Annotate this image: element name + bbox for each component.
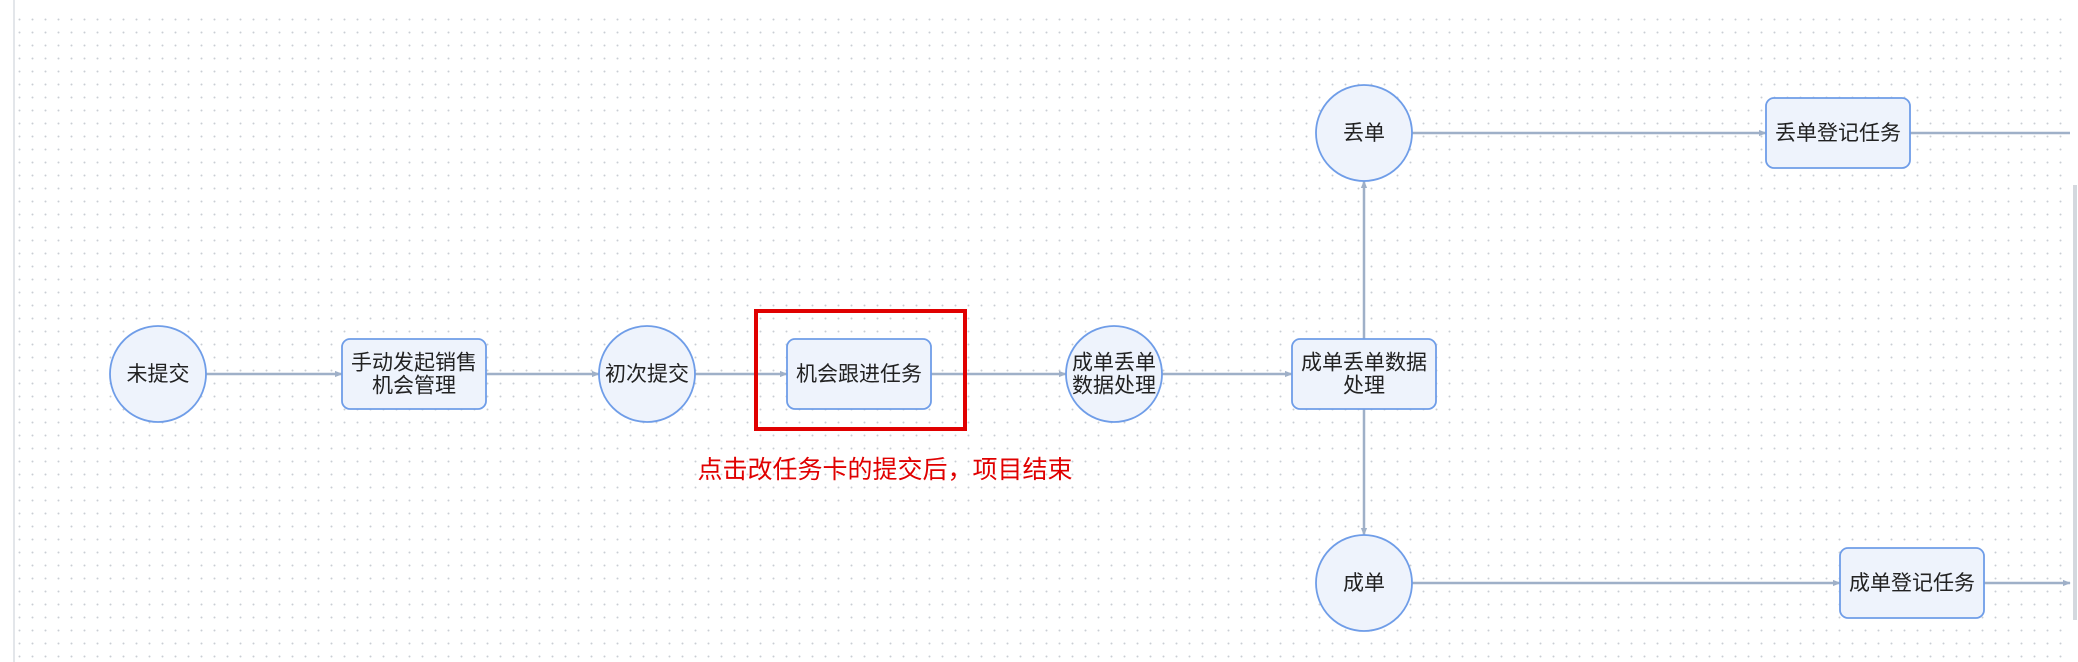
node-label: 丢单登记任务 [1775,121,1901,145]
node-circle[interactable] [598,325,696,423]
node-circle[interactable] [1315,534,1413,632]
edges-layer [206,129,2071,587]
node-circle[interactable] [109,325,207,423]
highlight-box [754,309,967,431]
node-label: 处理 [1343,374,1385,398]
node-n4[interactable]: 机会跟进任务 [786,338,932,410]
node-label: 手动发起销售 [351,351,477,375]
node-circle[interactable] [1315,84,1413,182]
node-n10[interactable]: 成单登记任务 [1839,547,1985,619]
node-label: 成单丢单 [1072,351,1156,375]
annotation-text: 点击改任务卡的提交后，项目结束 [697,455,1072,484]
node-n7[interactable]: 丢单 [1315,84,1413,182]
node-rect[interactable] [341,338,487,410]
node-n3[interactable]: 初次提交 [598,325,696,423]
node-label: 数据处理 [1072,374,1156,398]
node-label: 未提交 [127,362,190,386]
node-label: 成单丢单数据 [1301,351,1427,375]
dot-grid [18,10,2068,662]
node-label: 成单 [1343,571,1385,595]
node-n8[interactable]: 丢单登记任务 [1765,97,1911,169]
node-circle[interactable] [1065,325,1163,423]
node-n1[interactable]: 未提交 [109,325,207,423]
nodes-layer: 未提交手动发起销售机会管理初次提交机会跟进任务成单丢单数据处理成单丢单数据处理丢… [109,84,1985,632]
node-n9[interactable]: 成单 [1315,534,1413,632]
node-rect[interactable] [1765,97,1911,169]
node-label: 机会管理 [372,374,456,398]
node-rect[interactable] [786,338,932,410]
node-label: 成单登记任务 [1849,571,1975,595]
node-label: 机会跟进任务 [796,362,922,386]
node-label: 初次提交 [605,362,689,386]
node-rect[interactable] [1839,547,1985,619]
node-rect[interactable] [1291,338,1437,410]
node-label: 丢单 [1343,121,1385,145]
